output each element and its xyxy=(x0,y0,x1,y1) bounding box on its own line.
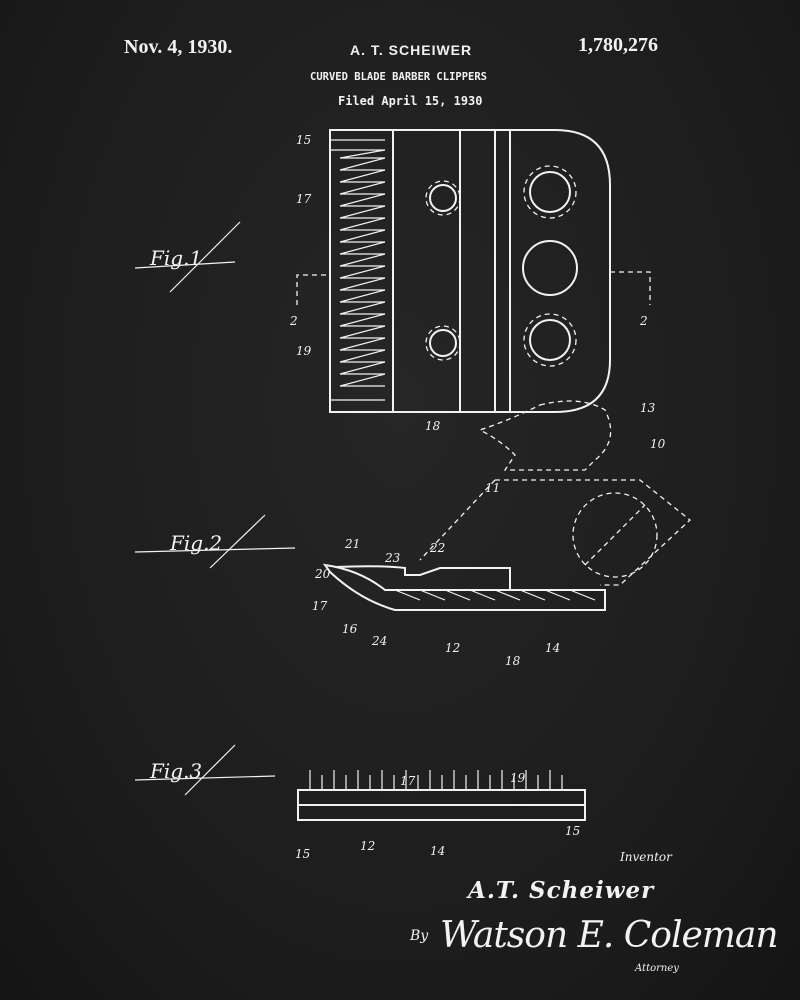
ref-numeral: 23 xyxy=(384,551,401,565)
ref-numeral: 15 xyxy=(565,824,580,838)
ref-numeral: 21 xyxy=(344,537,360,551)
screw-hole xyxy=(529,171,571,213)
ref-numeral: 2 xyxy=(289,314,298,328)
figure-3: Fig.3 17 19 15 12 14 15 xyxy=(134,744,586,861)
ref-numeral: 22 xyxy=(429,541,445,555)
clipper-body-dashed xyxy=(419,479,691,586)
ref-numeral: 18 xyxy=(425,419,441,433)
ref-numeral: 2 xyxy=(639,314,648,328)
fig3-slash xyxy=(184,744,236,796)
figure-2: Fig.2 21 20 17 16 24 23 22 12 18 14 11 1… xyxy=(134,400,691,668)
fig2-slash xyxy=(209,514,266,569)
ref-numeral: 24 xyxy=(371,634,387,648)
ref-numeral: 13 xyxy=(640,401,656,415)
lower-blade-profile xyxy=(322,563,606,611)
ref-numeral: 15 xyxy=(296,133,311,147)
ref-numeral: 17 xyxy=(312,599,328,613)
attorney-label: Attorney xyxy=(635,963,679,974)
screw-hole-dashed xyxy=(523,313,577,367)
screw-hole-dashed xyxy=(523,165,577,219)
fig3-underline xyxy=(134,775,276,781)
screw-hole xyxy=(529,319,571,361)
rivet-hole-dashed xyxy=(425,325,461,361)
hatching xyxy=(394,589,596,601)
ref-numeral: 12 xyxy=(360,839,375,853)
fig2-underline xyxy=(134,547,296,553)
ref-numeral: 11 xyxy=(485,481,500,495)
ref-numeral: 17 xyxy=(296,192,312,206)
inventor-name: A. T. SCHEIWER xyxy=(350,42,473,58)
ref-numeral: 10 xyxy=(650,437,666,451)
ref-numeral: 19 xyxy=(510,771,526,785)
rivet-hole xyxy=(429,184,457,212)
patent-date: Nov. 4, 1930. xyxy=(124,36,233,58)
inventor-label: Inventor xyxy=(620,850,672,864)
blade-outline xyxy=(329,129,611,413)
upper-blade-profile xyxy=(334,565,511,590)
ref-numeral: 12 xyxy=(445,641,460,655)
patent-number: 1,780,276 xyxy=(578,34,658,56)
ref-numeral: 16 xyxy=(342,622,358,636)
ref-numeral: 14 xyxy=(545,641,560,655)
ref-numeral: 20 xyxy=(314,567,331,581)
patent-title: CURVED BLADE BARBER CLIPPERS xyxy=(310,71,488,83)
fig1-slash xyxy=(169,221,241,293)
blade-teeth xyxy=(330,139,386,401)
filed-date: Filed April 15, 1930 xyxy=(338,94,483,108)
rivet-hole xyxy=(429,329,457,357)
rivet-hole-dashed xyxy=(425,180,461,216)
by-label: By xyxy=(410,928,429,944)
drive-circle xyxy=(572,492,658,578)
attorney-signature: Watson E. Coleman xyxy=(440,915,779,956)
ref-numeral: 19 xyxy=(296,344,312,358)
comb-teeth xyxy=(309,770,563,790)
ref-numeral: 17 xyxy=(400,774,416,788)
drive-slot xyxy=(584,504,646,566)
figure-1: Fig.1 15 17 19 18 2 2 13 xyxy=(134,129,656,433)
fig1-underline xyxy=(134,261,236,269)
screw-hole-large xyxy=(522,240,578,296)
ref-numeral: 18 xyxy=(505,654,521,668)
ref-numeral: 14 xyxy=(430,844,445,858)
ref-numeral: 15 xyxy=(295,847,310,861)
inventor-signature: A.T. Scheiwer xyxy=(468,877,655,904)
section-line xyxy=(296,271,651,305)
